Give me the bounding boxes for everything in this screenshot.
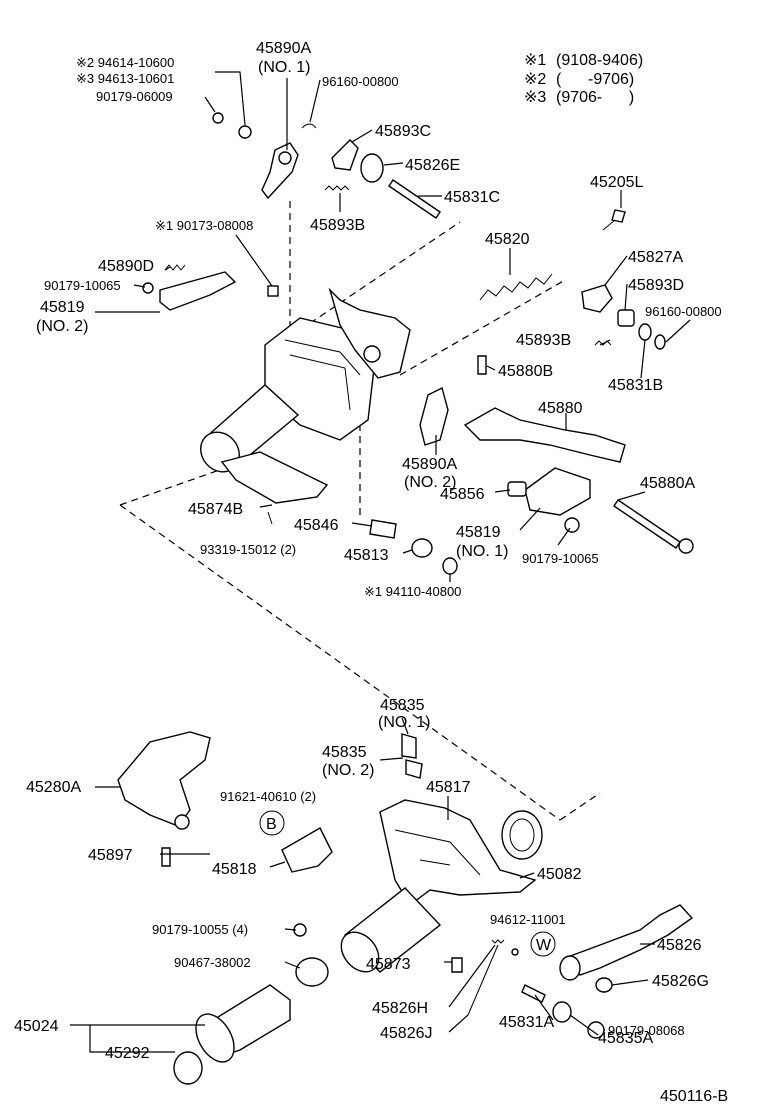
label-45873: 45873 (366, 956, 411, 973)
diagram-id: 450116-B (660, 1088, 728, 1105)
part-45890A-top-shape (261, 142, 299, 200)
part-45082-shape (501, 810, 543, 860)
part-45826-shape (563, 904, 694, 976)
label-45890A-mid: 45890A (402, 456, 457, 473)
label-45024: 45024 (14, 1018, 59, 1035)
label-45826G: 45826G (652, 973, 709, 990)
label-note1-90173: ※1 90173-08008 (155, 218, 253, 233)
label-45826J: 45826J (380, 1025, 433, 1042)
label-45205L: 45205L (590, 174, 643, 191)
part-45880-shape (463, 407, 626, 463)
label-45890A-top: 45890A (256, 40, 311, 57)
label-note3-94613: ※3 94613-10601 (76, 71, 174, 86)
label-note1-94110: ※1 94110-40800 (364, 584, 461, 599)
label-45846: 45846 (294, 517, 339, 534)
label-94612: 94612-11001 (490, 912, 566, 927)
label-45835-no2-no: (NO. 2) (322, 762, 374, 779)
part-45280A-shape (117, 731, 211, 827)
label-45819-right: 45819 (456, 524, 501, 541)
label-45890A-top-no: (NO. 1) (258, 59, 310, 76)
label-45280A: 45280A (26, 779, 81, 796)
label-45082: 45082 (537, 866, 582, 883)
part-45874B-shape (220, 451, 329, 504)
label-45835-no1-no: (NO. 1) (378, 714, 430, 731)
lower-assembly (117, 731, 694, 1085)
label-45880B: 45880B (498, 363, 553, 380)
label-93319: 93319-15012 (2) (200, 542, 296, 557)
part-45819-no2-shape (159, 271, 237, 311)
label-45893B-top: 45893B (310, 217, 365, 234)
part-45820-spring (479, 273, 553, 301)
part-45890A-mid-shape (419, 386, 449, 446)
legend: ※1 (9108-9406) ※2 ( -9706) ※3 (9706- ) (524, 52, 643, 106)
label-96160-top: 96160-00800 (322, 74, 399, 89)
label-45826H: 45826H (372, 1000, 428, 1017)
label-45826E: 45826E (405, 157, 460, 174)
label-91621: 91621-40610 (2) (220, 789, 316, 804)
legend-value-1: (9108-9406) (556, 52, 643, 69)
label-45831B: 45831B (608, 377, 663, 394)
label-45292: 45292 (105, 1045, 150, 1062)
label-45813: 45813 (344, 547, 389, 564)
label-45826: 45826 (657, 937, 702, 954)
legend-mark-3: ※3 (524, 89, 546, 106)
upper-assembly (142, 112, 694, 575)
label-45819-left: 45819 (40, 299, 85, 316)
label-45835-no2: 45835 (322, 744, 367, 761)
label-mark-W: W (536, 937, 552, 954)
legend-value-3: (9706- ) (556, 89, 634, 106)
label-45827A: 45827A (628, 249, 683, 266)
label-45831C: 45831C (444, 189, 500, 206)
label-90179-10065-left: 90179-10065 (44, 278, 121, 293)
label-45856: 45856 (440, 486, 485, 503)
label-45819-right-no: (NO. 1) (456, 543, 508, 560)
part-45819-no1-shape (524, 467, 591, 516)
label-45835A: 45835A (598, 1030, 653, 1047)
part-45292-shape (173, 1051, 203, 1085)
label-45880A: 45880A (640, 475, 695, 492)
part-45818-shape (281, 827, 333, 873)
label-45890A-mid-no: (NO. 2) (404, 474, 456, 491)
label-45897: 45897 (88, 847, 133, 864)
label-45874B: 45874B (188, 501, 243, 518)
label-45890D: 45890D (98, 258, 154, 275)
label-mark-B: B (266, 816, 277, 833)
legend-value-2: ( -9706) (556, 71, 634, 88)
label-90179-10065-right: 90179-10065 (522, 551, 599, 566)
legend-mark-1: ※1 (524, 52, 546, 69)
label-45880: 45880 (538, 400, 583, 417)
label-90179-08068: 90179-08068 (608, 1023, 685, 1038)
label-45893B-right: 45893B (516, 332, 571, 349)
label-45893C: 45893C (375, 123, 431, 140)
label-45817: 45817 (426, 779, 471, 796)
label-45819-left-no: (NO. 2) (36, 318, 88, 335)
tilt-lever-plate (328, 287, 411, 379)
label-45893D: 45893D (628, 277, 684, 294)
label-45835-no1: 45835 (380, 697, 425, 714)
label-90179-10055: 90179-10055 (4) (152, 922, 248, 937)
label-45831A: 45831A (499, 1014, 554, 1031)
label-45820: 45820 (485, 231, 530, 248)
label-90179-06009: 90179-06009 (96, 89, 173, 104)
leader-lines (70, 71, 691, 1053)
label-45818: 45818 (212, 861, 257, 878)
label-note2-94614: ※2 94614-10600 (76, 55, 174, 70)
label-96160-right: 96160-00800 (645, 304, 722, 319)
part-labels: 45890A (NO. 1) ※2 94614-10600 ※3 94613-1… (14, 40, 728, 1105)
label-90467: 90467-38002 (174, 955, 251, 970)
legend-mark-2: ※2 (524, 71, 546, 88)
